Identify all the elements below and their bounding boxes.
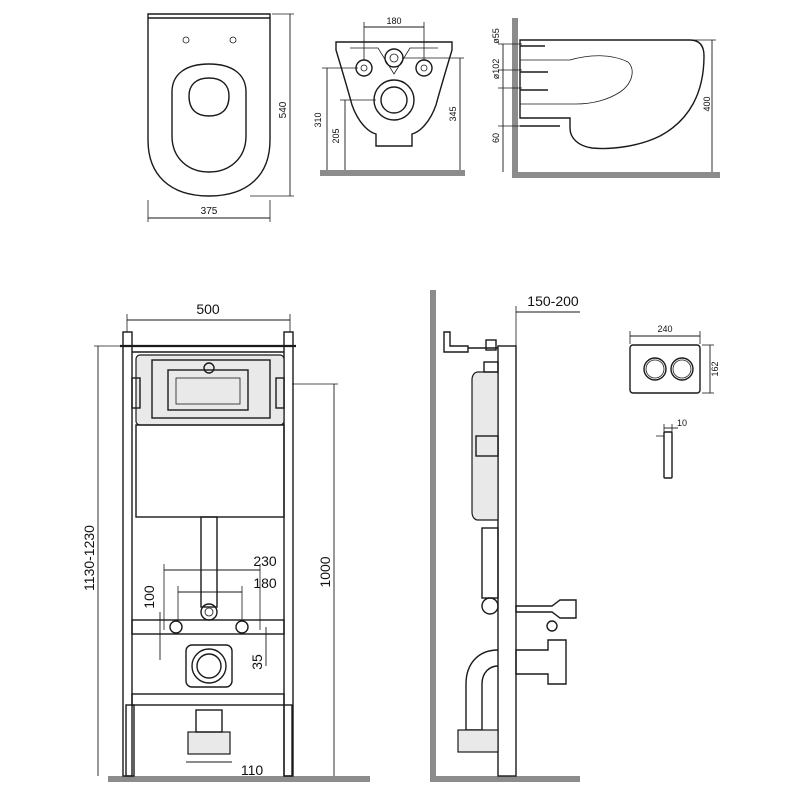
dim-bowl-length: 540 — [278, 101, 289, 118]
dim-side-pipe-main: ø102 — [491, 59, 501, 80]
bowl-side-view — [498, 18, 720, 178]
dim-rear-height-a: 310 — [313, 112, 323, 127]
dim-rear-height-b: 205 — [331, 128, 341, 143]
dim-side-offset: 60 — [491, 133, 501, 143]
frame-side-view — [430, 290, 580, 782]
dim-frame-spacing-outer: 230 — [253, 553, 277, 569]
dim-rear-width: 180 — [386, 16, 401, 26]
dim-side-pipe-top: ø55 — [491, 28, 501, 44]
dim-side-depth-range: 150-200 — [527, 293, 579, 309]
dim-rear-height-c: 345 — [448, 106, 458, 121]
dim-frame-drain-width: 110 — [241, 762, 264, 778]
bowl-rear-view — [320, 22, 465, 176]
dim-frame-offset-vertical: 100 — [141, 585, 157, 609]
flush-plate-front — [629, 331, 714, 394]
frame-front-view — [94, 314, 370, 782]
dim-plate-width: 240 — [657, 324, 672, 334]
dim-side-height: 400 — [702, 96, 712, 111]
dim-bowl-width: 375 — [201, 206, 218, 217]
dim-frame-drain-offset: 35 — [249, 654, 265, 670]
dim-frame-spacing-inner: 180 — [253, 575, 277, 591]
dim-plate-height: 162 — [710, 361, 720, 376]
dim-plate-thickness: 10 — [677, 418, 687, 428]
bowl-top-view — [147, 13, 294, 222]
dim-frame-width: 500 — [196, 301, 220, 317]
dim-frame-height-total: 1000 — [317, 556, 333, 587]
flush-plate-side — [656, 424, 678, 479]
dim-frame-height-range: 1130-1230 — [81, 525, 97, 591]
